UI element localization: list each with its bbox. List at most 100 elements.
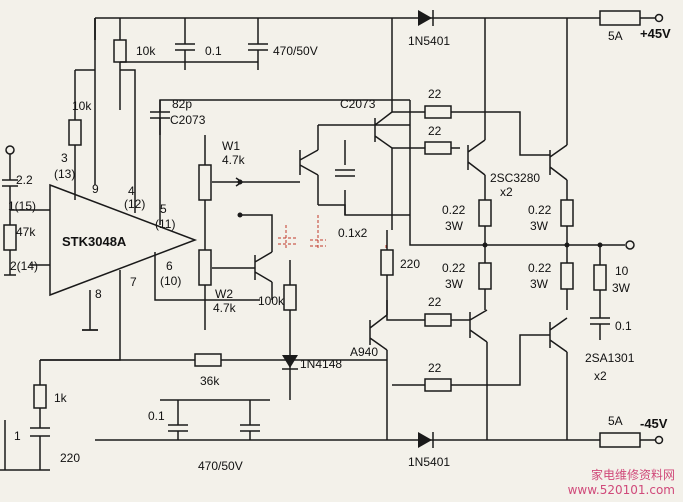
label-2sc3280: 2SC3280 — [490, 171, 540, 185]
fuse-5a-bot — [599, 432, 641, 448]
resistor-022-d — [560, 262, 574, 290]
svg-text:22: 22 — [428, 124, 442, 138]
resistor-22-d — [424, 378, 452, 392]
svg-text:22: 22 — [428, 361, 442, 375]
terminal-neg[interactable] — [654, 435, 664, 445]
label-2sa1301: 2SA1301 — [585, 351, 635, 365]
label-c01x2: 0.1x2 — [338, 226, 368, 240]
label-w2: W2 — [215, 287, 233, 301]
resistor-220 — [380, 249, 394, 276]
svg-text:1k: 1k — [54, 391, 68, 405]
chip-name: STK3048A — [62, 234, 127, 249]
svg-text:x2: x2 — [500, 185, 513, 199]
svg-text:3W: 3W — [445, 219, 464, 233]
label-1n5401-bot: 1N5401 — [408, 455, 450, 469]
fuse-5a-top — [599, 10, 641, 26]
svg-text:3W: 3W — [530, 219, 549, 233]
diode-1n5401-bot — [418, 432, 432, 448]
label-c01-top: 0.1 — [205, 44, 222, 58]
cap-0.1-top — [175, 43, 195, 51]
watermark-cn: 家电维修资料网 — [590, 468, 675, 482]
diode-1n5401-top — [418, 10, 432, 26]
svg-text:0.22: 0.22 — [442, 203, 466, 217]
label-a940: A940 — [350, 345, 378, 359]
label-w1: W1 — [222, 139, 240, 153]
svg-text:3W: 3W — [612, 281, 631, 295]
resistor-22-b — [424, 141, 452, 155]
resistor-10k-top — [113, 39, 127, 63]
transistor-2sa1301-b — [549, 317, 568, 440]
svg-text:1(15): 1(15) — [8, 199, 36, 213]
trimmer-w1 — [198, 164, 212, 201]
svg-text:10: 10 — [615, 264, 629, 278]
svg-text:0.22: 0.22 — [442, 261, 466, 275]
resistor-22-c — [424, 313, 452, 327]
svg-text:2.2: 2.2 — [16, 173, 33, 187]
label-r10k-left: 10k — [72, 99, 92, 113]
label-r10k-top: 10k — [136, 44, 156, 58]
label-c82p: 82p — [172, 97, 192, 111]
diode-1n4148 — [282, 355, 298, 368]
label-1n5401-top: 1N5401 — [408, 34, 450, 48]
resistor-022-c — [478, 262, 492, 290]
label-r100k: 100k — [258, 294, 285, 308]
watermark-url: www.520101.com — [567, 483, 675, 497]
bias-transistor-2 — [254, 251, 273, 283]
rail-neg-label: -45V — [640, 416, 668, 431]
resistor-1k — [33, 384, 47, 409]
rail-pos-label: +45V — [640, 26, 671, 41]
label-r220: 220 — [400, 257, 420, 271]
svg-text:5A: 5A — [608, 29, 623, 43]
svg-text:36k: 36k — [200, 374, 220, 388]
svg-text:5A: 5A — [608, 414, 623, 428]
svg-text:9: 9 — [92, 182, 99, 196]
resistor-10-3w — [593, 264, 607, 291]
output-terminal[interactable] — [625, 240, 635, 250]
svg-text:0.22: 0.22 — [528, 203, 552, 217]
resistor-10k-left — [68, 119, 82, 146]
transistor-2sa1301-a — [469, 309, 488, 440]
watermark: 家电维修资料网 www.520101.com — [568, 468, 675, 498]
svg-text:1: 1 — [14, 429, 21, 443]
label-w2v: 4.7k — [213, 301, 237, 315]
svg-text:5: 5 — [160, 202, 167, 216]
svg-text:4: 4 — [128, 184, 135, 198]
label-c2073-chip: C2073 — [170, 113, 206, 127]
resistor-22-a — [424, 105, 452, 119]
svg-text:(10): (10) — [160, 274, 181, 288]
transistor-a940 — [369, 300, 388, 440]
resistor-36k — [194, 353, 222, 367]
resistor-47k — [3, 224, 17, 251]
transistor-2sc3280-b — [549, 18, 568, 200]
label-c470-top: 470/50V — [273, 44, 318, 58]
svg-text:47k: 47k — [16, 225, 36, 239]
resistor-022-a — [478, 199, 492, 227]
svg-text:22: 22 — [428, 295, 442, 309]
svg-text:x2: x2 — [594, 369, 607, 383]
bias-transistor-1 — [299, 125, 319, 205]
svg-text:3W: 3W — [445, 277, 464, 291]
transistor-2sc3280-a — [467, 18, 486, 200]
svg-text:3W: 3W — [530, 277, 549, 291]
svg-text:7: 7 — [130, 275, 137, 289]
chip-stk3048a — [49, 183, 198, 297]
svg-text:470/50V: 470/50V — [198, 459, 243, 473]
trimmer-w2 — [198, 249, 212, 286]
input-terminal[interactable] — [5, 145, 15, 155]
svg-text:8: 8 — [95, 287, 102, 301]
svg-text:22: 22 — [428, 87, 442, 101]
svg-text:6: 6 — [166, 259, 173, 273]
svg-text:3: 3 — [61, 151, 68, 165]
svg-text:0.22: 0.22 — [528, 261, 552, 275]
svg-text:2(14): 2(14) — [10, 259, 38, 273]
svg-text:0.1: 0.1 — [615, 319, 632, 333]
resistor-022-b — [560, 199, 574, 227]
terminal-pos[interactable] — [654, 13, 664, 23]
svg-text:(11): (11) — [155, 217, 175, 231]
transistor-c2073 — [374, 18, 393, 230]
svg-text:(13): (13) — [54, 167, 75, 181]
resistor-100k — [283, 284, 297, 311]
cap-470-top — [248, 43, 268, 51]
